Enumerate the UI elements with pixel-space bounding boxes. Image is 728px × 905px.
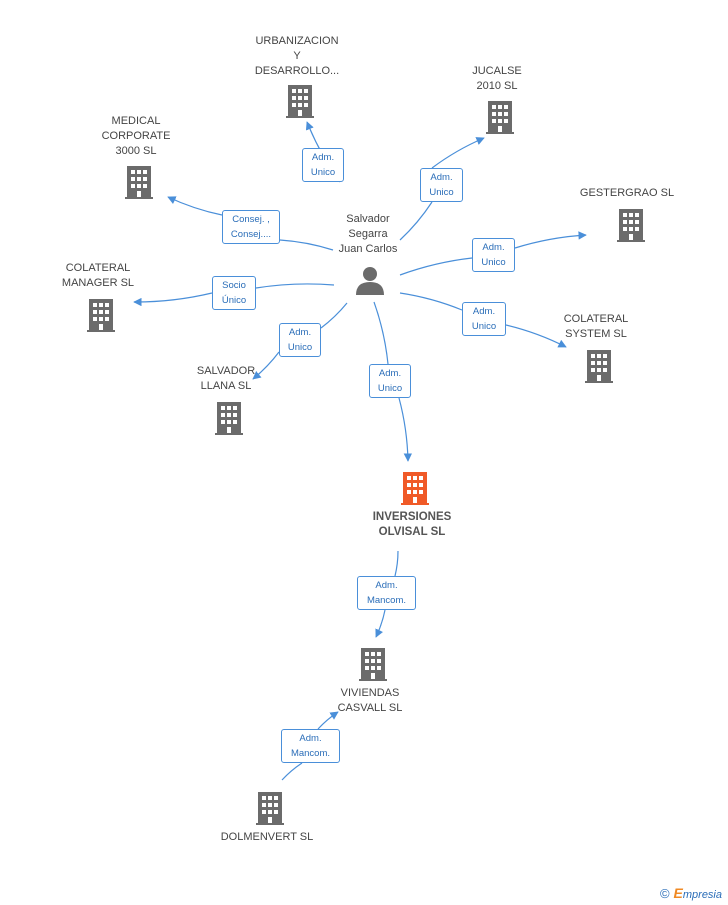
building-icon[interactable] <box>617 209 645 242</box>
edge-line <box>399 201 433 241</box>
edge-line <box>394 550 399 577</box>
edge-line <box>320 302 348 329</box>
edges-layer <box>133 121 587 781</box>
company-label-dolmenvert[interactable]: DOLMENVERT SL <box>220 831 314 843</box>
edge-line <box>399 292 463 311</box>
icons-layer <box>87 85 645 825</box>
edge-line <box>399 257 473 276</box>
edge-line <box>279 239 334 251</box>
edge-line <box>505 324 567 348</box>
building-icon[interactable] <box>401 472 429 505</box>
relation-label-salvador-llana[interactable]: Adm.Unico <box>279 323 321 357</box>
relation-label-jucalse[interactable]: Adm.Unico <box>420 168 463 202</box>
edge-line <box>167 196 223 216</box>
edge-line <box>398 397 413 462</box>
relation-label-gestergrao[interactable]: Adm.Unico <box>472 238 515 272</box>
company-label-gestergrao[interactable]: GESTERGRAO SL <box>579 187 675 199</box>
footer-brand[interactable]: © Empresia <box>660 885 722 901</box>
edge-line <box>252 351 280 380</box>
relation-label-viviendas[interactable]: Adm.Mancom. <box>357 576 416 610</box>
relation-label-urbanizacion[interactable]: Adm.Unico <box>302 148 344 182</box>
relation-label-dolmenvert[interactable]: Adm.Mancom. <box>281 729 340 763</box>
relation-label-medical[interactable]: Consej. ,Consej.... <box>222 210 280 244</box>
building-icon[interactable] <box>585 350 613 383</box>
building-icon[interactable] <box>286 85 314 118</box>
person-icon[interactable] <box>356 267 384 295</box>
building-icon[interactable] <box>486 101 514 134</box>
brand-logo: Empresia <box>673 885 722 901</box>
building-icon[interactable] <box>359 648 387 681</box>
copyright-icon: © <box>659 885 670 901</box>
edge-line <box>317 711 339 730</box>
building-icon[interactable] <box>125 166 153 199</box>
edge-line <box>281 762 303 781</box>
edge-line <box>133 292 213 307</box>
edge-line <box>375 609 386 638</box>
building-icon[interactable] <box>87 299 115 332</box>
edge-line <box>514 231 587 249</box>
edge-line <box>255 283 335 289</box>
edge-line <box>431 137 485 169</box>
edge-line <box>373 301 389 365</box>
relation-label-inversiones[interactable]: Adm.Unico <box>369 364 411 398</box>
building-icon[interactable] <box>215 402 243 435</box>
relation-label-colateral-system[interactable]: Adm.Unico <box>462 302 506 336</box>
building-icon[interactable] <box>256 792 284 825</box>
